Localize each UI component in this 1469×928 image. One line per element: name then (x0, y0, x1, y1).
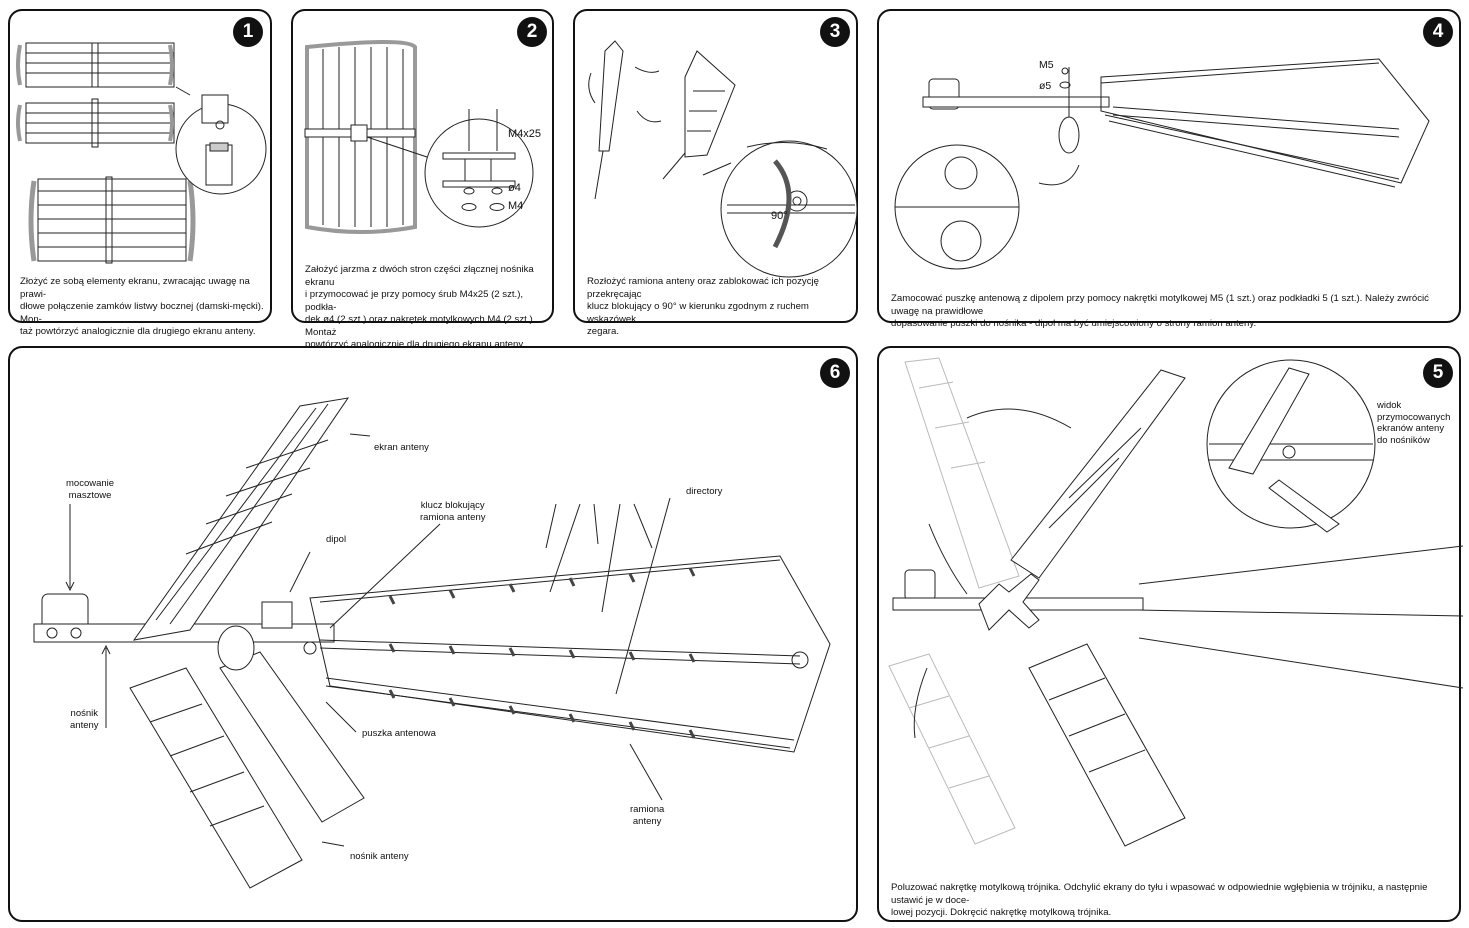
dipole-box-illustration (879, 11, 1463, 325)
step-1-panel: 1 Złoży (8, 9, 274, 337)
step-5-caption: Poluzować nakrętkę motylkową trójnika. O… (891, 882, 1428, 918)
screen-fitting-illustration (879, 348, 1463, 924)
step-badge: 2 (517, 17, 547, 47)
screen-carrier-label: nośnik anteny (350, 851, 409, 862)
mast-mount-label: mocowanie masztowe (66, 478, 115, 501)
carrier-label: nośnik anteny (70, 708, 99, 731)
screw-label: M4x25 (508, 128, 542, 140)
arms-label: ramiona anteny (630, 804, 665, 827)
assembled-antenna-illustration (10, 348, 860, 924)
angle-label: 90° (771, 210, 788, 222)
step-badge: 1 (233, 17, 263, 47)
step-1-caption: Złożyć ze sobą elementy ekranu, zwracają… (20, 276, 264, 337)
directors-label: directory (686, 486, 723, 497)
step-2-caption: Założyć jarzma z dwóch stron części złąc… (305, 264, 536, 350)
step-5-panel: 5 (877, 346, 1461, 922)
nut-label: M5 (1039, 59, 1054, 71)
step-badge: 6 (820, 358, 850, 388)
arms-unfold-illustration (575, 11, 860, 325)
box-label: puszka antenowa (362, 728, 436, 739)
nut-label: M4 (508, 200, 524, 212)
screen-assembly-illustration (10, 11, 274, 325)
washer-label: ø4 (508, 182, 521, 194)
step-badge: 3 (820, 17, 850, 47)
yoke-mounting-illustration (293, 11, 556, 325)
step-badge: 5 (1423, 358, 1453, 388)
lock-key-label: klucz blokujący ramiona anteny (420, 500, 486, 523)
step-2-panel: 2 M4x25 ø4 M4 Założyć jarzma z dwóch str… (291, 9, 556, 350)
view-label: widok przymocowanych ekranów anteny do n… (1377, 400, 1451, 446)
step-4-panel: 4 M5 ø5 Zamocować puszkę antenową z dipo… (877, 9, 1463, 329)
step-badge: 4 (1423, 17, 1453, 47)
step-4-caption: Zamocować puszkę antenową z dipolem przy… (891, 293, 1429, 329)
step-3-caption: Rozłożyć ramiona anteny oraz zablokować … (587, 276, 819, 337)
washer-label: ø5 (1039, 80, 1052, 92)
screen-label: ekran anteny (374, 442, 429, 453)
step-6-panel: 6 (8, 346, 858, 922)
step-3-panel: 3 90° Rozłożyć ramiona anteny oraz zablo… (573, 9, 860, 337)
dipole-label: dipol (326, 534, 347, 545)
